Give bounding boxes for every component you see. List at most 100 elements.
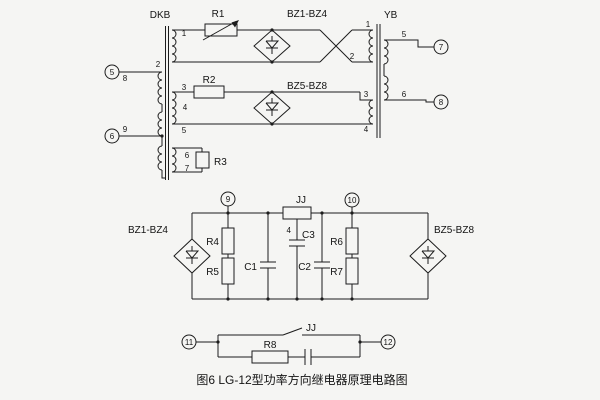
transformer-dkb: DKB 1 2 3 4 5 6 7 8 9: [123, 10, 190, 180]
bridge-bz5-bz8-ac-label: BZ5-BZ8: [287, 81, 327, 92]
dkb-wire-5: 5: [182, 126, 187, 135]
resistor-r8-label: R8: [264, 340, 277, 351]
relay-coil-jj: JJ: [282, 195, 312, 220]
dkb-wire-3: 3: [182, 83, 187, 92]
diode-icon: [185, 245, 199, 265]
resistor-r6: R6: [330, 227, 359, 255]
resistor-r7-body: [345, 257, 359, 285]
capacitor-c2-plates: [314, 261, 330, 269]
bridge-bz1-bz4-ac-label: BZ1-BZ4: [287, 9, 327, 20]
jj-branch-wire-4: 4: [287, 226, 292, 235]
yb-wire-5: 5: [402, 30, 407, 39]
resistor-r4-label: R4: [206, 237, 219, 248]
yb-wire-6: 6: [402, 90, 407, 99]
dkb-wire-9: 9: [123, 125, 128, 134]
dkb-winding-3-4-5: [171, 91, 177, 125]
relay-coil-jj-body: [282, 206, 312, 220]
terminal-6: 6: [104, 128, 120, 144]
resistor-r1: R1: [202, 9, 239, 41]
resistor-r1-arrow: [202, 21, 237, 41]
transformer-yb-label: YB: [384, 10, 398, 21]
terminal-9: 9: [220, 191, 236, 207]
bottom-junction-dots: [216, 340, 362, 344]
middle-section-wires: [191, 206, 429, 300]
terminal-8: 8: [433, 94, 449, 110]
capacitor-c1: C1: [244, 261, 276, 273]
middle-section: 9 10 JJ BZ1-BZ4 BZ5-BZ8 R4: [128, 191, 474, 301]
resistor-r3-body: [195, 151, 210, 169]
bridge-bz5-bz8-dc: BZ5-BZ8: [409, 225, 474, 274]
resistor-r1-label: R1: [212, 9, 225, 20]
yb-wire-1: 1: [366, 20, 371, 29]
resistor-r4-body: [221, 227, 235, 255]
terminal-5: 5: [104, 64, 120, 80]
terminal-5-circle: [104, 64, 120, 80]
transformer-yb: YB 1 2 3 4 5 6: [350, 10, 407, 138]
terminal-12-number: 12: [384, 338, 393, 347]
terminal-10: 10: [344, 192, 360, 208]
transformer-dkb-label: DKB: [150, 10, 171, 21]
resistor-r6-label: R6: [330, 237, 343, 248]
resistor-r2-label: R2: [203, 75, 216, 86]
diode-icon: [265, 35, 279, 55]
resistor-r5-label: R5: [206, 267, 219, 278]
relay-contact-jj: JJ: [282, 323, 316, 336]
capacitor-c2-label: C2: [298, 262, 311, 273]
capacitor-unlabeled-plates: [304, 349, 312, 365]
bridge-bz5-bz8-ac-diamond: [253, 91, 291, 125]
bridge-bz1-bz4-dc: BZ1-BZ4: [128, 225, 211, 274]
bridge-bz5-bz8-dc-label: BZ5-BZ8: [434, 225, 474, 236]
resistor-r2-body: [193, 85, 225, 99]
yb-winding-3-4: [368, 99, 374, 125]
terminal-7-number: 7: [439, 43, 444, 52]
bridge-bz1-bz4-ac: BZ1-BZ4: [253, 9, 327, 63]
resistor-r5: R5: [206, 257, 235, 285]
capacitor-c3-label: C3: [302, 230, 315, 241]
terminal-11-circle: [181, 334, 197, 350]
dkb-primary-winding-a: [157, 71, 163, 105]
yb-core: [376, 24, 381, 138]
bridge-bz5-bz8-dc-diamond: [409, 238, 447, 274]
terminal-5-number: 5: [110, 68, 115, 77]
terminal-9-circle: [220, 191, 236, 207]
resistor-r2: R2: [193, 75, 225, 99]
dkb-wire-7: 7: [185, 164, 190, 173]
resistor-r4: R4: [206, 227, 235, 255]
capacitor-c1-label: C1: [244, 262, 257, 273]
dkb-winding-1-2: [171, 29, 177, 63]
terminal-7-circle: [433, 39, 449, 55]
figure-caption: 图6 LG-12型功率方向继电器原理电路图: [196, 372, 407, 387]
terminal-6-circle: [104, 128, 120, 144]
resistor-r6-body: [345, 227, 359, 255]
capacitor-c2: C2: [298, 261, 330, 273]
terminal-10-number: 10: [348, 196, 357, 205]
terminal-8-circle: [433, 94, 449, 110]
dkb-core: [165, 26, 169, 180]
resistor-r5-body: [221, 257, 235, 285]
resistor-r1-arrowhead: [231, 20, 239, 28]
bridge-bz1-bz4-dc-diamond: [173, 238, 211, 274]
terminal-6-number: 6: [110, 132, 115, 141]
terminal-11: 11: [181, 334, 197, 350]
bottom-section: JJ R8 11 12: [181, 323, 396, 365]
terminal-8-number: 8: [439, 98, 444, 107]
resistor-r7-label: R7: [330, 267, 343, 278]
dkb-wire-1: 1: [182, 29, 187, 38]
resistor-r7: R7: [330, 257, 359, 285]
capacitor-c1-plates: [260, 261, 276, 269]
yb-wire-2: 2: [350, 52, 355, 61]
diode-icon: [265, 97, 279, 117]
dkb-wire-2: 2: [156, 60, 161, 69]
dkb-primary-winding-b: [157, 111, 163, 137]
top-junction-dots: [160, 28, 274, 138]
terminal-9-number: 9: [226, 195, 231, 204]
yb-wire-3: 3: [364, 90, 369, 99]
bridge-bz1-bz4-dc-label: BZ1-BZ4: [128, 225, 168, 236]
resistor-r8-body: [251, 350, 289, 364]
middle-junction-dots: [226, 211, 354, 301]
relay-coil-jj-label: JJ: [296, 195, 306, 206]
top-section: DKB 1 2 3 4 5 6 7 8 9 R1: [104, 9, 449, 180]
diode-icon: [421, 245, 435, 265]
terminal-10-circle: [344, 192, 360, 208]
